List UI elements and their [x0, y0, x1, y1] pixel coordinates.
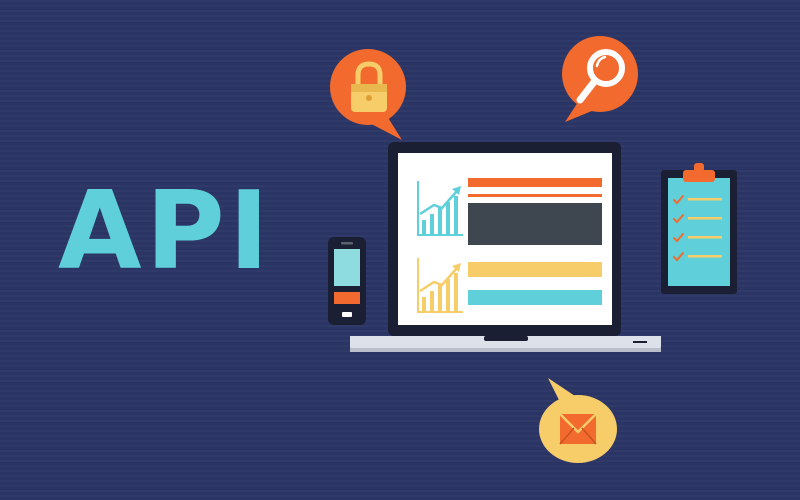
lock-icon	[351, 61, 387, 112]
magnifier-icon	[576, 49, 625, 104]
clipboard-checklist-icon	[661, 163, 737, 294]
smartphone-icon	[328, 237, 366, 325]
laptop-icon	[350, 142, 661, 352]
mail-bubble	[539, 378, 617, 463]
envelope-icon	[559, 413, 597, 445]
lock-bubble	[330, 49, 406, 140]
growth-chart-bottom	[417, 258, 463, 313]
growth-chart-top	[417, 181, 463, 236]
search-bubble	[562, 36, 638, 122]
checklist	[673, 195, 722, 262]
api-title: API	[58, 169, 273, 294]
